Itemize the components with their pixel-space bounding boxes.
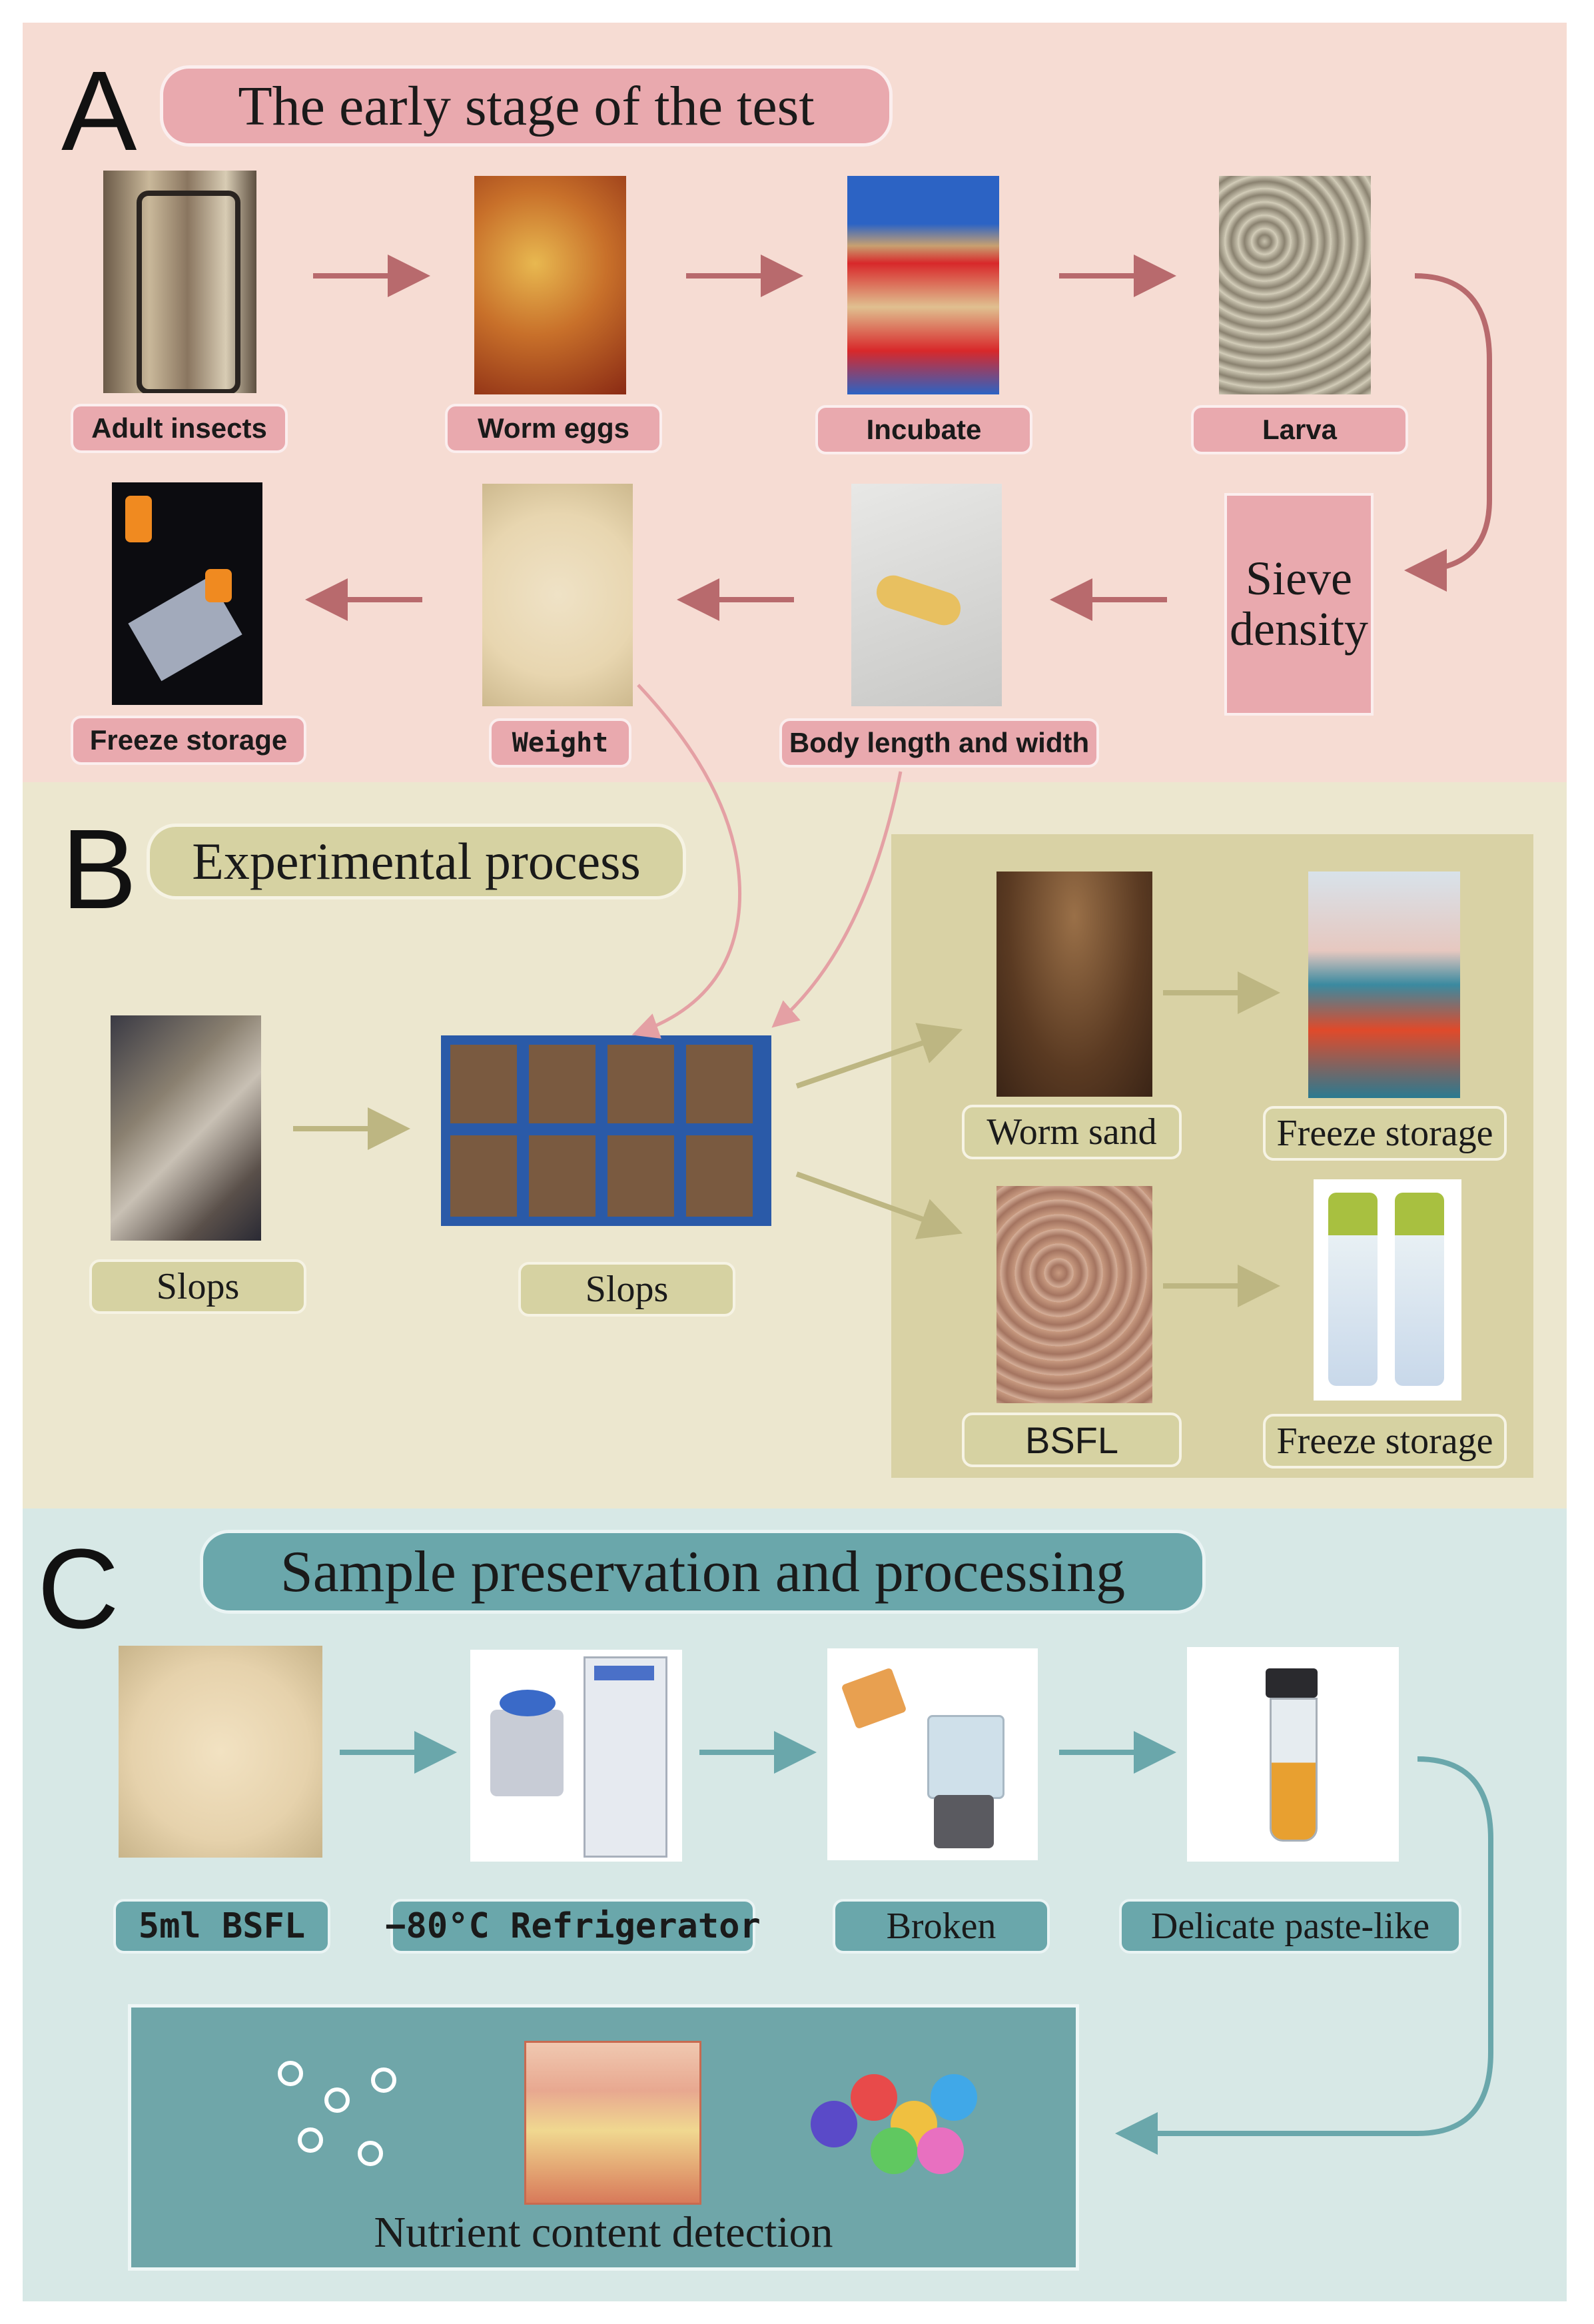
label-body-length-width: Body length and width <box>779 718 1099 768</box>
panel-a-letter: A <box>61 48 137 175</box>
label-incubate: Incubate <box>815 405 1032 454</box>
label-freeze-storage-a: Freeze storage <box>71 716 306 765</box>
arrow-trays-to-bsfl <box>795 1171 963 1239</box>
nutrient-detection-box: Nutrient content detection <box>128 2004 1079 2271</box>
refrigerator-illustration <box>470 1650 682 1862</box>
freeze-storage-racks-photo <box>1308 872 1460 1098</box>
label-larva: Larva <box>1191 405 1408 454</box>
label-bsfl: BSFL <box>962 1413 1182 1467</box>
label-weight: Weight <box>489 718 631 768</box>
bsfl-larvae-photo <box>996 1186 1152 1403</box>
sieve-density-box: Sieve density <box>1224 493 1374 716</box>
label-freeze-storage-b2: Freeze storage <box>1263 1414 1507 1468</box>
label-broken: Broken <box>833 1899 1050 1954</box>
arrow-trays-to-worm-sand <box>795 1023 963 1089</box>
freeze-storage-vials-photo <box>1314 1179 1461 1401</box>
bsfl-dish-photo <box>119 1646 322 1858</box>
label-worm-eggs: Worm eggs <box>445 404 662 453</box>
label-worm-sand: Worm sand <box>962 1105 1182 1159</box>
paste-vial-illustration <box>1187 1647 1399 1862</box>
adult-insects-photo <box>103 171 256 393</box>
arrow-paste-to-detection <box>1115 1756 1493 2155</box>
weight-dish-photo <box>482 484 633 706</box>
label-refrigerator: −80°C Refrigerator <box>385 1899 761 1954</box>
panel-c-title: Sample preservation and processing <box>200 1530 1206 1614</box>
arrow-weight-to-slops-trays <box>631 684 742 1039</box>
slops-trays-photo <box>441 1035 771 1226</box>
blender-illustration <box>827 1648 1038 1860</box>
panel-b-letter: B <box>61 806 137 933</box>
sieve-density-line1: Sieve <box>1246 552 1352 606</box>
tissue-block-icon <box>524 2041 701 2205</box>
incubate-photo <box>847 176 999 394</box>
sieve-density-line2: density <box>1230 602 1368 656</box>
worm-sand-photo <box>996 872 1152 1097</box>
amino-acid-molecules-icon <box>238 2041 438 2194</box>
label-nutrient-detection: Nutrient content detection <box>374 2208 833 2257</box>
panel-b-title: Experimental process <box>147 824 686 899</box>
freeze-storage-tubes-photo <box>112 482 262 705</box>
label-delicate-paste: Delicate paste-like <box>1119 1899 1461 1954</box>
label-adult-insects: Adult insects <box>71 404 288 453</box>
vitamin-balls-icon <box>804 2047 991 2181</box>
panel-c-letter: C <box>37 1526 119 1652</box>
panel-a-title: The early stage of the test <box>160 65 893 147</box>
body-length-photo <box>851 484 1002 706</box>
arrow-body-to-slops-trays <box>771 771 903 1028</box>
arrow-larva-to-sieve <box>1404 273 1492 592</box>
label-freeze-storage-b1: Freeze storage <box>1263 1106 1507 1161</box>
label-slops-2: Slops <box>518 1262 735 1317</box>
label-5ml-bsfl: 5ml BSFL <box>113 1899 330 1954</box>
larva-photo <box>1219 176 1371 394</box>
worm-eggs-photo <box>474 176 626 394</box>
slops-bag-photo <box>111 1015 261 1241</box>
label-slops-1: Slops <box>89 1259 306 1314</box>
